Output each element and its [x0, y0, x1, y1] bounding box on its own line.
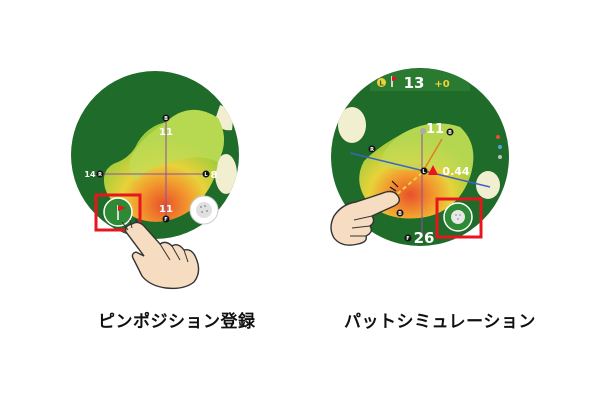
pin-position-watch: B 11 14 R L 8 11 F — [70, 70, 240, 241]
front-marker — [396, 209, 404, 217]
back-marker — [162, 114, 170, 122]
header-band — [370, 69, 470, 91]
front-prefix-label: F — [406, 236, 409, 242]
aim-line — [349, 152, 491, 188]
front-marker — [162, 215, 170, 223]
front-marker-label: F — [164, 217, 167, 223]
bunker-right — [215, 154, 237, 194]
indicator-dot — [498, 145, 502, 149]
pin-marker — [420, 128, 426, 134]
putt-ball-button[interactable] — [435, 197, 483, 239]
back-marker-label: B — [164, 116, 168, 122]
highlight-box — [435, 197, 483, 239]
left-marker-label: L — [204, 172, 208, 178]
indicator-dot — [498, 155, 502, 159]
header-side: L — [379, 80, 384, 88]
bunker-left — [338, 107, 366, 143]
putt-ball-button[interactable] — [189, 195, 219, 225]
front-marker-label: B — [398, 211, 402, 217]
left-marker — [202, 170, 210, 178]
tap-lines — [121, 220, 133, 231]
right-marker-label: R — [98, 172, 102, 178]
back-yardage: 11 — [426, 122, 444, 137]
pin-position-caption: ピンポジション登録 — [98, 312, 256, 332]
left-yardage: 14 — [84, 170, 96, 179]
golf-ball-icon — [196, 202, 212, 218]
back-yardage: 11 — [159, 127, 173, 138]
bunker-right — [476, 171, 500, 199]
front-yardage: 26 — [414, 229, 435, 247]
score-to-par: +0 — [434, 79, 449, 90]
right-marker — [368, 145, 376, 153]
right-marker — [96, 170, 104, 178]
green-upper-zone — [380, 123, 474, 177]
pin-position-screen: B 11 14 R L 8 11 F — [71, 71, 239, 241]
front-yardage: 11 — [159, 204, 173, 215]
tapping-hand-icon — [330, 190, 401, 246]
slope-marker — [420, 167, 428, 175]
putt-simulation-caption: パットシミュレーション — [344, 312, 536, 332]
slope-readout: L 0.44 — [420, 165, 470, 178]
right-yardage: 8 — [211, 170, 218, 181]
slope-value: 0.44 — [442, 165, 469, 178]
golf-ball-icon — [451, 210, 465, 224]
back-marker — [446, 128, 454, 136]
hole-number: 13 — [404, 74, 425, 92]
break-line — [421, 138, 443, 174]
tapping-hand-icon — [121, 220, 200, 290]
highlight-box — [94, 193, 142, 232]
front-prefix-marker — [404, 234, 412, 242]
slope-arrow-icon — [428, 165, 438, 175]
indicator-dot — [496, 135, 500, 139]
hole-header: L 13 +0 — [377, 74, 450, 92]
svg-text:L: L — [422, 169, 426, 175]
back-marker-label: B — [448, 130, 452, 136]
pin-register-button[interactable] — [94, 193, 142, 232]
green-upper-zone — [128, 109, 224, 180]
right-marker-label: R — [370, 147, 374, 153]
putt-path — [395, 172, 423, 196]
